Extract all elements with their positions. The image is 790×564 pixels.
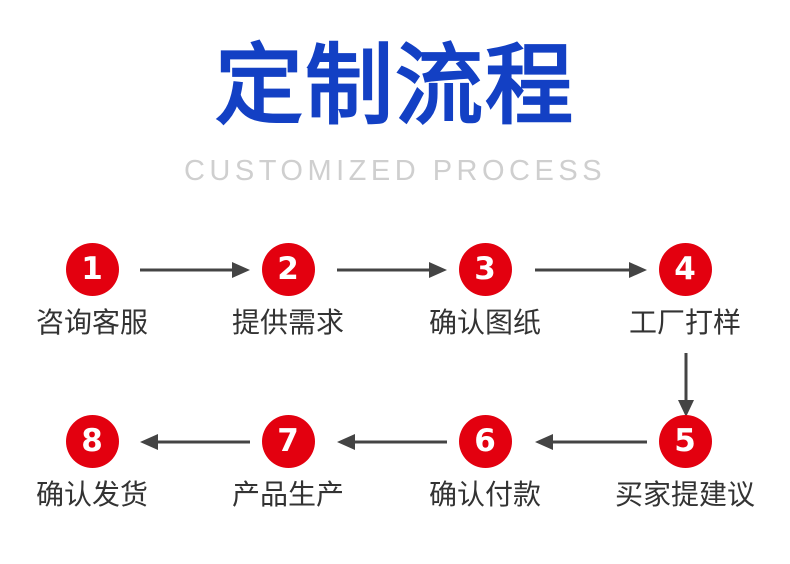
step-number-badge: 1: [65, 243, 119, 296]
step-label: 买家提建议: [614, 479, 755, 510]
page-title: 定制流程: [214, 36, 575, 135]
step-label: 确认发货: [35, 479, 148, 510]
arrow-left-icon-3: [535, 431, 647, 453]
step-label: 工厂打样: [628, 307, 741, 338]
step-label: 提供需求: [231, 307, 344, 338]
step-number-badge: 8: [65, 415, 119, 468]
arrow-right-icon-2: [337, 259, 447, 281]
step-label: 确认付款: [428, 479, 541, 510]
flow-step-8[interactable]: 8 确认发货: [7, 415, 177, 512]
step-number-badge: 7: [261, 415, 315, 468]
flow-step-7[interactable]: 7 产品生产: [203, 415, 373, 512]
step-label: 咨询客服: [35, 307, 148, 338]
flow-step-6[interactable]: 6 确认付款: [400, 415, 570, 512]
flow-row-bottom: 8 确认发货 7 产品生产 6 确认付款 5 买家提建议: [0, 415, 790, 525]
step-number-badge: 6: [458, 415, 512, 468]
flow-step-2[interactable]: 2 提供需求: [203, 243, 373, 340]
page-subtitle: CUSTOMIZED PROCESS: [183, 155, 607, 187]
arrow-right-icon-1: [140, 259, 250, 281]
step-label: 确认图纸: [428, 307, 541, 338]
arrow-left-icon-1: [140, 431, 250, 453]
flow-step-5[interactable]: 5 买家提建议: [600, 415, 770, 512]
flow-row-top: 1 咨询客服 2 提供需求 3 确认图纸 4 工厂打样: [0, 243, 790, 353]
step-number-badge: 5: [658, 415, 712, 468]
step-number-badge: 2: [261, 243, 315, 296]
step-number-badge: 3: [458, 243, 512, 296]
flow-step-1[interactable]: 1 咨询客服: [7, 243, 177, 340]
step-label: 产品生产: [231, 479, 344, 510]
arrow-left-icon-2: [337, 431, 447, 453]
flow-step-4[interactable]: 4 工厂打样: [600, 243, 770, 340]
arrow-right-icon-3: [535, 259, 647, 281]
flow-step-3[interactable]: 3 确认图纸: [400, 243, 570, 340]
step-number-badge: 4: [658, 243, 712, 296]
arrow-down-icon: [675, 353, 697, 417]
